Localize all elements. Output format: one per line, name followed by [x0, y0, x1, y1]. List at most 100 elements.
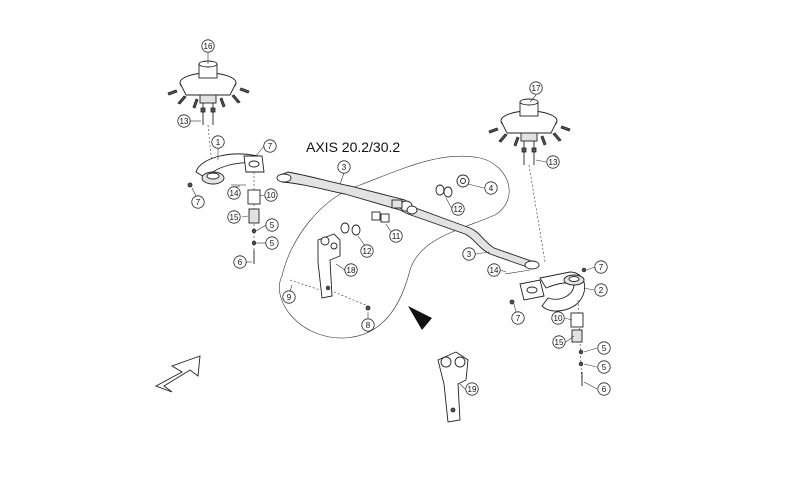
callout-circle — [282, 290, 296, 304]
callout-circle — [177, 114, 191, 128]
callout-circle — [265, 218, 279, 232]
callout-label: 9 — [287, 293, 292, 302]
align-line — [528, 164, 546, 263]
callout-circle — [361, 318, 375, 332]
callout-14: 14 — [487, 263, 501, 277]
callout-label: 15 — [230, 213, 239, 222]
callout-label: 13 — [180, 117, 189, 126]
callout-label: 7 — [196, 198, 201, 207]
callout-label: 19 — [468, 385, 477, 394]
callout-7: 7 — [594, 260, 608, 274]
travel-direction-arrow-icon — [154, 355, 201, 393]
callout-circle — [529, 81, 543, 95]
callout-circle — [264, 188, 278, 202]
callout-12: 12 — [451, 202, 465, 216]
callout-circle — [484, 181, 498, 195]
callout-circle — [487, 263, 501, 277]
callout-circle — [337, 160, 351, 174]
callout-label: 8 — [366, 321, 371, 330]
callout-5: 5 — [265, 218, 279, 232]
callout-5: 5 — [265, 236, 279, 250]
callout-circle — [191, 195, 205, 209]
callout-label: 11 — [392, 232, 401, 241]
callout-3: 3 — [337, 160, 351, 174]
callout-label: 3 — [467, 250, 472, 259]
callout-circle — [597, 341, 611, 355]
callout-2: 2 — [594, 283, 608, 297]
callout-10: 10 — [264, 188, 278, 202]
callout-circle — [233, 255, 247, 269]
callout-label: 12 — [363, 247, 372, 256]
callout-label: 5 — [270, 239, 275, 248]
callout-circle — [344, 263, 358, 277]
callout-7: 7 — [511, 311, 525, 325]
callout-label: 14 — [490, 266, 499, 275]
callout-label: 5 — [602, 363, 607, 372]
connecting-rod — [276, 171, 540, 270]
callout-9: 9 — [282, 290, 296, 304]
callout-19: 19 — [465, 382, 479, 396]
callout-label: 10 — [267, 191, 276, 200]
callout-circle — [201, 39, 215, 53]
lever-right — [509, 267, 587, 312]
fastener-stack-right — [504, 269, 584, 387]
callout-label: 16 — [204, 42, 213, 51]
callout-label: 5 — [602, 344, 607, 353]
callout-5: 5 — [597, 341, 611, 355]
callout-6: 6 — [233, 255, 247, 269]
callout-label: 2 — [599, 286, 604, 295]
callout-10: 10 — [551, 311, 565, 325]
callout-label: 4 — [489, 184, 494, 193]
lever-left — [195, 153, 265, 185]
callout-label: 17 — [532, 84, 541, 93]
callout-circle — [597, 382, 611, 396]
callout-circle — [511, 311, 525, 325]
callout-circle — [546, 155, 560, 169]
callout-label: 18 — [347, 266, 356, 275]
callout-circle — [552, 335, 566, 349]
spreader-disc-right — [488, 98, 571, 165]
callout-circle — [462, 247, 476, 261]
fastener-stack-left — [187, 172, 261, 264]
callout-label: 7 — [599, 263, 604, 272]
callout-circle — [451, 202, 465, 216]
pointer-arrow-icon — [408, 306, 432, 330]
callout-label: 1 — [216, 138, 221, 147]
callout-label: 13 — [549, 158, 558, 167]
callout-circle — [594, 260, 608, 274]
callout-label: 7 — [516, 314, 521, 323]
bracket-18 — [289, 233, 371, 311]
diagram-title: AXIS 20.2/30.2 — [306, 139, 400, 155]
callout-label: 14 — [230, 189, 239, 198]
callout-7: 7 — [263, 139, 277, 153]
callout-18: 18 — [344, 263, 358, 277]
callout-circle — [597, 360, 611, 374]
callout-4: 4 — [484, 181, 498, 195]
callout-15: 15 — [552, 335, 566, 349]
callout-1: 1 — [211, 135, 225, 149]
assembly-outline — [279, 155, 510, 339]
callout-circle — [551, 311, 565, 325]
callout-circle — [389, 229, 403, 243]
callout-label: 5 — [270, 221, 275, 230]
callout-17: 17 — [529, 81, 543, 95]
callout-circle — [465, 382, 479, 396]
callout-label: 10 — [554, 314, 563, 323]
callout-circle — [211, 135, 225, 149]
callout-circle — [263, 139, 277, 153]
callout-label: 6 — [238, 258, 243, 267]
callout-label: 12 — [454, 205, 463, 214]
callout-circle — [227, 186, 241, 200]
callout-circle — [360, 244, 374, 258]
callout-label: 6 — [602, 385, 607, 394]
callout-15: 15 — [227, 210, 241, 224]
callout-7: 7 — [191, 195, 205, 209]
callout-label: 7 — [268, 142, 273, 151]
callout-circle — [594, 283, 608, 297]
callout-circle — [265, 236, 279, 250]
bracket-19 — [437, 351, 469, 423]
callout-14: 14 — [227, 186, 241, 200]
washer-set — [340, 174, 470, 236]
